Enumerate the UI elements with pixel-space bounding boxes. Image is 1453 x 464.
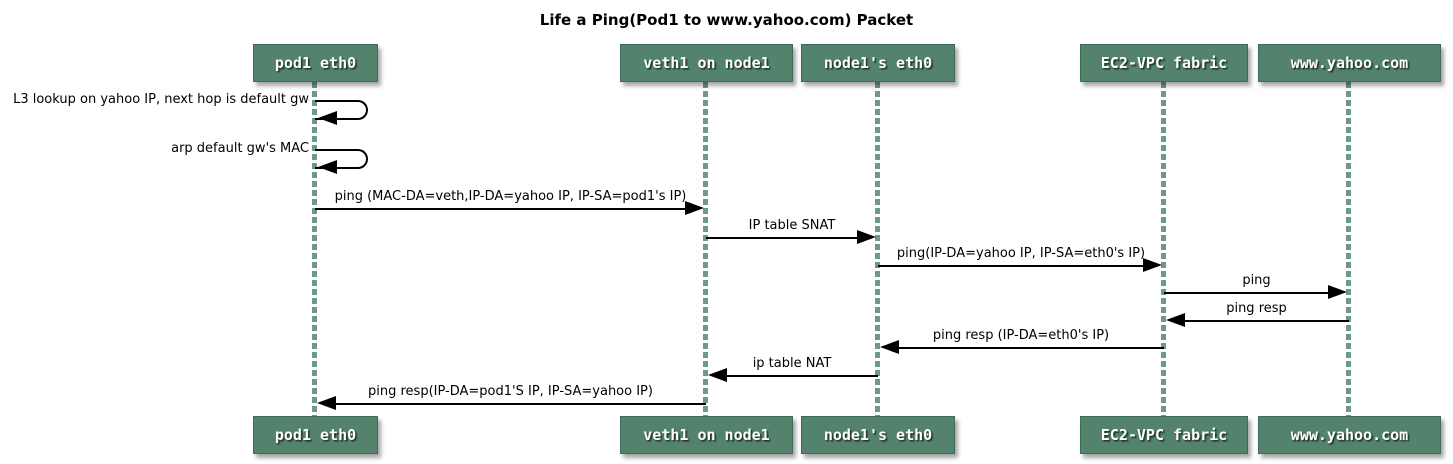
message-label-0: ping (MAC-DA=veth,IP-DA=yahoo IP, IP-SA=… (334, 189, 687, 204)
message-line-6 (726, 375, 878, 377)
participant-top-pod1-eth0: pod1 eth0 (253, 44, 378, 82)
message-arrowhead-1 (857, 230, 876, 244)
participant-top-www-yahoo-com: www.yahoo.com (1258, 44, 1441, 82)
message-arrowhead-7 (317, 396, 336, 410)
participant-bottom-ec2-vpc-fabric: EC2-VPC fabric (1080, 416, 1248, 454)
participant-bottom-www-yahoo-com: www.yahoo.com (1258, 416, 1441, 454)
message-label-2: ping(IP-DA=yahoo IP, IP-SA=eth0's IP) (896, 246, 1146, 261)
message-arrowhead-4 (1166, 313, 1185, 327)
self-message-arrowhead-0 (318, 111, 337, 125)
self-message-label-1: arp default gw's MAC (171, 141, 309, 156)
message-line-2 (878, 265, 1144, 267)
self-message-loop-0 (315, 100, 368, 120)
message-line-3 (1164, 292, 1329, 294)
diagram-title: Life a Ping(Pod1 to www.yahoo.com) Packe… (539, 11, 914, 29)
message-label-5: ping resp (IP-DA=eth0's IP) (932, 328, 1110, 343)
self-message-label-0: L3 lookup on yahoo IP, next hop is defau… (13, 92, 309, 107)
message-line-0 (315, 208, 686, 210)
lifeline-www-yahoo-com (1346, 82, 1351, 416)
message-line-7 (335, 403, 706, 405)
self-message-arrowhead-1 (318, 160, 337, 174)
message-arrowhead-3 (1328, 285, 1347, 299)
message-label-6: ip table NAT (752, 356, 832, 371)
lifeline-pod1-eth0 (312, 82, 317, 416)
lifeline-ec2-vpc-fabric (1161, 82, 1166, 416)
message-label-4: ping resp (1226, 301, 1287, 316)
message-label-3: ping (1242, 273, 1271, 288)
participant-top-veth1-on-node1: veth1 on node1 (620, 44, 793, 82)
participant-bottom-node1s-eth0: node1's eth0 (801, 416, 955, 454)
participant-bottom-pod1-eth0: pod1 eth0 (253, 416, 378, 454)
participant-top-node1s-eth0: node1's eth0 (801, 44, 955, 82)
message-label-7: ping resp(IP-DA=pod1'S IP, IP-SA=yahoo I… (368, 384, 653, 399)
lifeline-node1s-eth0 (875, 82, 880, 416)
message-line-4 (1184, 320, 1349, 322)
message-arrowhead-0 (685, 201, 704, 215)
self-message-loop-1 (315, 149, 368, 169)
message-arrowhead-6 (708, 368, 727, 382)
participant-top-ec2-vpc-fabric: EC2-VPC fabric (1080, 44, 1248, 82)
participant-bottom-veth1-on-node1: veth1 on node1 (620, 416, 793, 454)
lifeline-veth1-on-node1 (703, 82, 708, 416)
message-line-1 (706, 237, 858, 239)
message-label-1: IP table SNAT (748, 218, 836, 233)
message-arrowhead-2 (1143, 258, 1162, 272)
message-arrowhead-5 (880, 340, 899, 354)
message-line-5 (898, 347, 1164, 349)
